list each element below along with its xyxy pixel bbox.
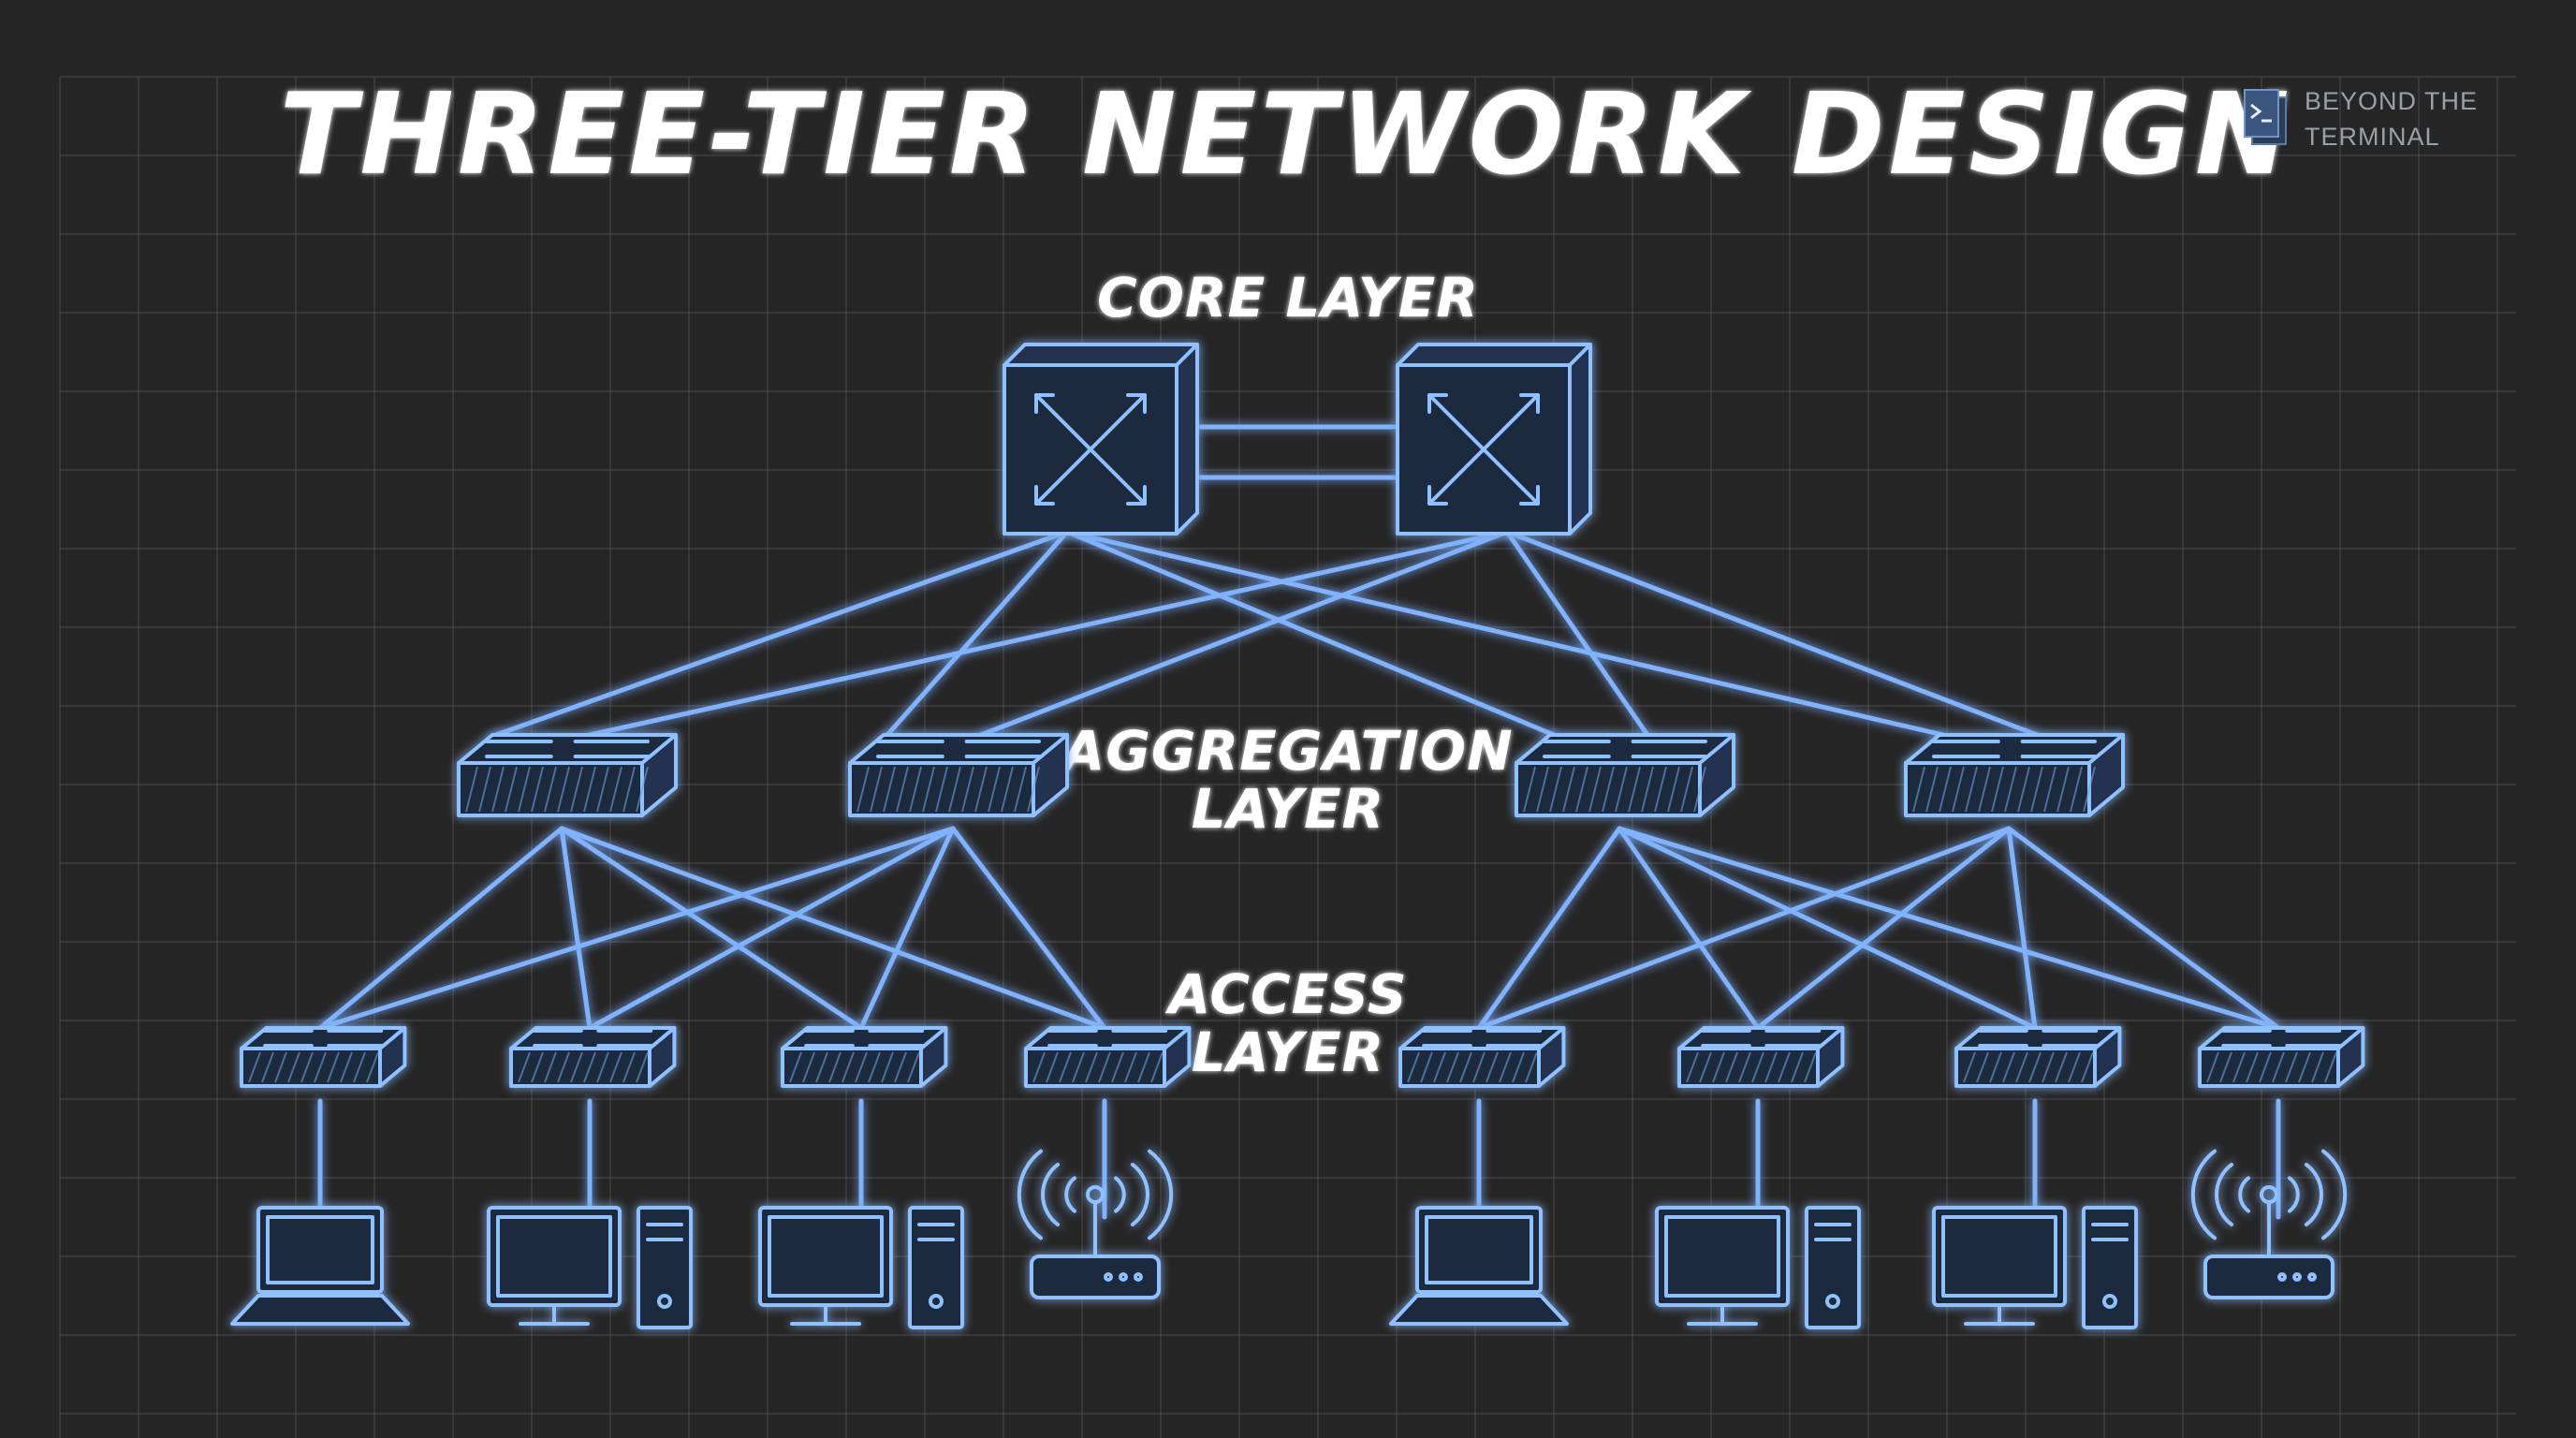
core-aggregation-link xyxy=(1504,529,1650,738)
aggregation-layer-label-line2: LAYER xyxy=(1192,777,1384,841)
aggregation-access-link xyxy=(2006,826,2281,1031)
access-layer-label-line1: ACCESS xyxy=(1164,962,1407,1026)
aggregation-access-link xyxy=(317,826,564,1031)
connection-links xyxy=(317,424,2281,1220)
aggregation-access-link xyxy=(559,826,1107,1031)
laptop-1 xyxy=(230,1206,410,1326)
brand-logo: BEYOND THE TERMINAL xyxy=(2244,87,2478,151)
aggregation-layer-label-line1: AGGREGATION xyxy=(1059,719,1513,783)
aggregation-access-link xyxy=(559,826,593,1031)
network-devices xyxy=(230,343,2365,1329)
access-switch-4 xyxy=(1024,1026,1192,1088)
aggregation-access-link xyxy=(587,826,956,1031)
brand-line-1: BEYOND THE xyxy=(2305,87,2478,115)
core-aggregation-link xyxy=(587,529,1510,738)
access-switch-7 xyxy=(1954,1026,2122,1088)
aggregation-switch-1 xyxy=(457,733,678,817)
core-aggregation-link xyxy=(1064,529,1946,738)
wireless-access-point-8 xyxy=(2190,1149,2348,1299)
terminal-prompt-icon xyxy=(2244,89,2287,145)
aggregation-access-link xyxy=(559,826,864,1031)
core-aggregation-link xyxy=(885,529,1070,738)
desktop-3 xyxy=(758,1206,964,1329)
core-aggregation-link xyxy=(493,529,1070,738)
core-router-2 xyxy=(1396,343,1592,536)
access-switch-1 xyxy=(240,1026,407,1088)
aggregation-switch-3 xyxy=(1515,733,1735,817)
aggregation-access-link xyxy=(1755,826,2012,1031)
access-layer-label-line2: LAYER xyxy=(1192,1020,1384,1084)
core-aggregation-link xyxy=(1064,529,1557,738)
aggregation-access-link xyxy=(2006,826,2038,1031)
aggregation-access-link xyxy=(1617,826,2038,1031)
desktop-7 xyxy=(1932,1206,2138,1329)
aggregation-access-link xyxy=(317,826,956,1031)
aggregation-access-link xyxy=(1617,826,1761,1031)
aggregation-switch-2 xyxy=(848,733,1069,817)
wireless-access-point-4 xyxy=(1017,1149,1174,1299)
core-router-1 xyxy=(1003,343,1199,536)
aggregation-access-link xyxy=(858,826,956,1031)
core-aggregation-link xyxy=(978,529,1510,738)
diagram-title: THREE-TIER NETWORK DESIGN xyxy=(280,70,2293,200)
core-layer-label: CORE LAYER xyxy=(1097,266,1479,330)
access-switch-8 xyxy=(2198,1026,2365,1088)
brand-line-2: TERMINAL xyxy=(2305,123,2440,151)
access-switch-5 xyxy=(1398,1026,1566,1088)
desktop-2 xyxy=(487,1206,693,1329)
laptop-5 xyxy=(1389,1206,1569,1326)
aggregation-switch-4 xyxy=(1904,733,2125,817)
core-aggregation-link xyxy=(1504,529,2040,738)
access-switch-6 xyxy=(1677,1026,1845,1088)
access-switch-2 xyxy=(509,1026,677,1088)
aggregation-access-link xyxy=(1476,826,2012,1031)
aggregation-access-link xyxy=(1617,826,2281,1031)
desktop-6 xyxy=(1655,1206,1861,1329)
access-switch-3 xyxy=(781,1026,948,1088)
aggregation-access-link xyxy=(1476,826,1622,1031)
aggregation-access-link xyxy=(950,826,1107,1031)
